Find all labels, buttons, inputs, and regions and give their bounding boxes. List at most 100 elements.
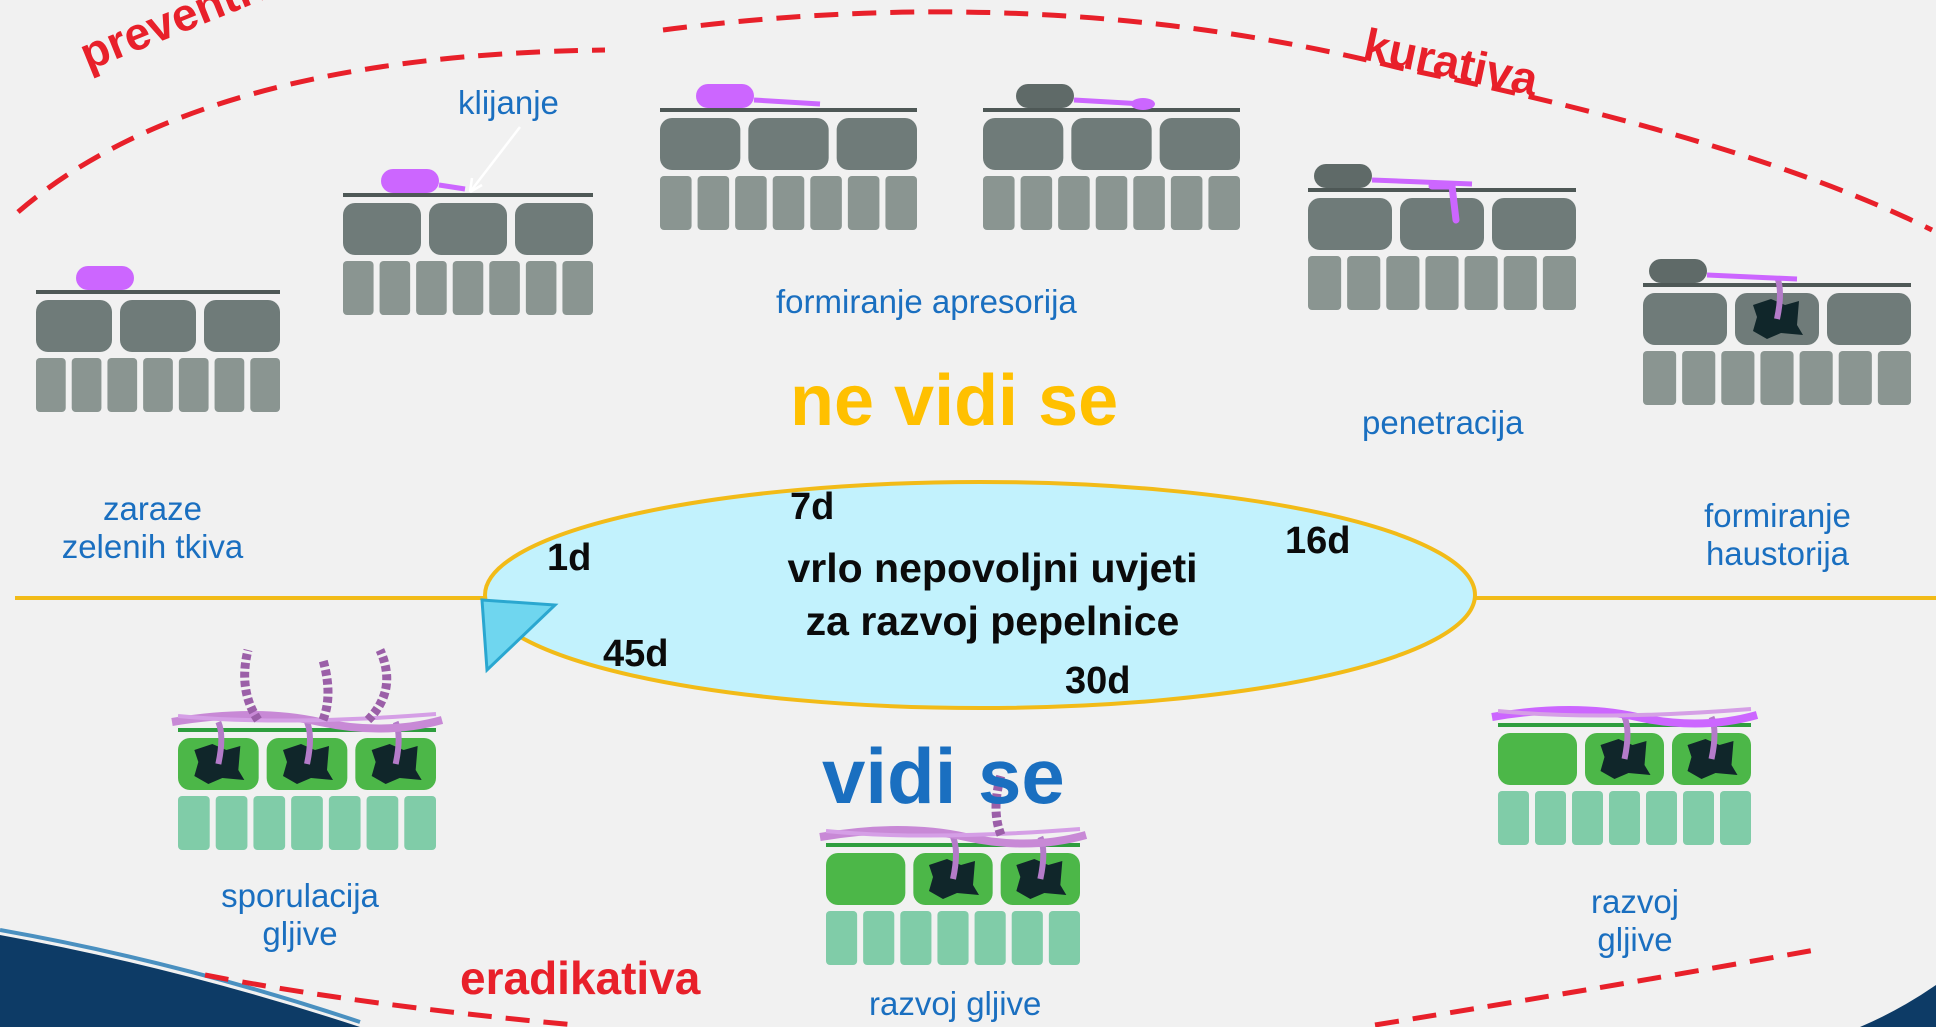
epidermis-cell xyxy=(826,853,906,905)
cycle-conditions-line2: za razvoj pepelnice xyxy=(805,598,1180,645)
mesophyll-cell xyxy=(562,261,593,315)
mesophyll-cell xyxy=(1170,176,1203,230)
mesophyll-cell xyxy=(291,796,323,850)
penetration-peg xyxy=(1428,182,1460,224)
epidermis-cell xyxy=(983,118,1064,170)
epidermis-cell xyxy=(120,300,196,352)
mesophyll-cell xyxy=(885,176,917,230)
mesophyll-cell xyxy=(810,176,842,230)
stage-label-development-right-line1: razvoj xyxy=(1590,883,1680,920)
germination-pointer xyxy=(469,126,521,193)
stage-label-development-bottom: razvoj gljive xyxy=(869,985,1042,1022)
epidermis-cell xyxy=(515,203,593,255)
mesophyll-cell xyxy=(826,911,858,965)
stage-label-appressorium: formiranje apresorija xyxy=(776,283,1077,320)
mesophyll-cell xyxy=(1503,256,1537,310)
mesophyll-cell xyxy=(900,911,932,965)
mesophyll-cell xyxy=(1572,791,1603,845)
mesophyll-cell xyxy=(1609,791,1640,845)
mesophyll-cell xyxy=(36,358,66,412)
mesophyll-cell xyxy=(1386,256,1420,310)
stage-label-haustoria-line2: haustorija xyxy=(1705,534,1850,572)
conidiophore xyxy=(364,648,392,724)
leaf-stage-development-bottom xyxy=(819,773,1088,965)
mesophyll-cell xyxy=(697,176,730,230)
leaf-stage-germination xyxy=(343,169,593,315)
leaf-stage-infection xyxy=(36,266,280,412)
day-marker-45: 45d xyxy=(603,633,669,675)
corner-wave-left-highlight xyxy=(0,928,361,1024)
cycle-arrowhead xyxy=(480,598,559,674)
mycelium-strand xyxy=(825,827,1081,838)
epidermis-cell xyxy=(1492,198,1576,250)
stage-label-germination: klijanje xyxy=(458,84,559,121)
mesophyll-cell xyxy=(1498,791,1529,845)
mesophyll-cell xyxy=(1020,176,1053,230)
mesophyll-cell xyxy=(1208,176,1240,230)
germ-tube xyxy=(438,182,466,192)
stage-label-green-tissue-line1: zaraze xyxy=(102,490,203,527)
hypha-penetration xyxy=(304,720,313,765)
mesophyll-cell xyxy=(1048,911,1080,965)
day-marker-1: 1d xyxy=(547,537,592,579)
hypha-penetration xyxy=(1621,715,1631,760)
mesophyll-cell xyxy=(178,796,210,850)
mesophyll-cell xyxy=(404,796,436,850)
mesophyll-cell xyxy=(1682,351,1716,405)
mesophyll-cell xyxy=(71,358,102,412)
leaf-stage-development-right xyxy=(1491,706,1759,845)
mesophyll-cell xyxy=(525,261,557,315)
stage-label-green-tissue-line2: zelenih tkiva xyxy=(61,527,244,565)
mesophyll-cell xyxy=(983,176,1015,230)
mesophyll-cell xyxy=(1347,256,1381,310)
mesophyll-cell xyxy=(1760,351,1794,405)
spore xyxy=(381,169,439,193)
mesophyll-cell xyxy=(143,358,173,412)
mesophyll-cell xyxy=(847,176,880,230)
germination-pointer-head xyxy=(468,177,483,194)
mesophyll-cell xyxy=(215,796,248,850)
preventive-arc xyxy=(16,47,606,214)
mesophyll-cell xyxy=(452,261,484,315)
mesophyll-cell xyxy=(660,176,692,230)
corner-wave-right xyxy=(1860,985,1936,1027)
mesophyll-cell xyxy=(328,796,361,850)
stage-label-green-tissue: zaraze zelenih tkiva xyxy=(50,490,255,566)
epidermis-cell xyxy=(1159,118,1240,170)
eradicative-zone-label: eradikativa xyxy=(460,952,701,1004)
mesophyll-cell xyxy=(1646,791,1677,845)
leaf-stage-appressorium-1 xyxy=(660,84,917,230)
hypha-penetration xyxy=(215,720,225,765)
cycle-conditions-text: vrlo nepovoljni uvjeti za razvoj pepelni… xyxy=(720,542,1265,649)
spore xyxy=(696,84,754,108)
mesophyll-cell xyxy=(1838,351,1872,405)
mesophyll-cell xyxy=(1095,176,1128,230)
stage-label-development-right: razvoj gljive xyxy=(1535,883,1735,959)
epidermis-cell xyxy=(836,118,917,170)
mesophyll-cell xyxy=(863,911,895,965)
epidermis-cell xyxy=(36,300,112,352)
mesophyll-cell xyxy=(250,358,280,412)
germ-tube xyxy=(753,97,821,107)
curative-arc xyxy=(662,9,1934,233)
epidermis-cell xyxy=(1071,118,1152,170)
mesophyll-cell xyxy=(1011,911,1043,965)
epidermis-cell xyxy=(1308,198,1392,250)
mesophyll-cell xyxy=(1721,351,1755,405)
hypha-penetration xyxy=(950,835,959,880)
epidermis-cell xyxy=(748,118,829,170)
eradicative-arc-right xyxy=(1374,947,1816,1027)
stage-label-sporulation-line1: sporulacija xyxy=(221,877,379,914)
mesophyll-cell xyxy=(379,261,411,315)
stage-label-penetration: penetracija xyxy=(1362,404,1524,441)
day-marker-30: 30d xyxy=(1065,660,1131,702)
day-marker-7: 7d xyxy=(790,486,835,528)
mesophyll-cell xyxy=(1308,256,1342,310)
appressorium xyxy=(1131,98,1155,110)
conidiophore xyxy=(240,648,262,723)
mesophyll-cell xyxy=(1877,351,1911,405)
mesophyll-cell xyxy=(1464,256,1498,310)
mesophyll-cell xyxy=(416,261,447,315)
germ-tube xyxy=(1706,272,1798,282)
